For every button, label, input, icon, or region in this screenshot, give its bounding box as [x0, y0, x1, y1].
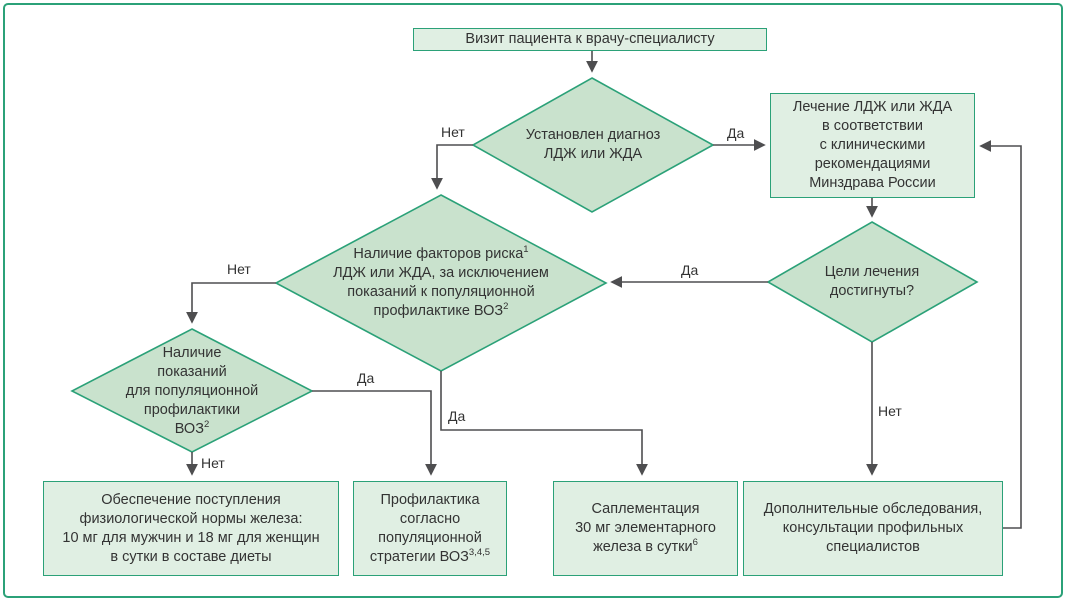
node-prophylaxis-line: популяционной: [378, 529, 482, 546]
node-visit-text: Визит пациента к врачу-специалисту: [465, 31, 715, 47]
arrow-risk-yes-to-supplementation: [440, 371, 648, 476]
diamond-risk-factors-decision: [274, 194, 608, 372]
diamond-goals-decision: [766, 221, 979, 343]
arrow-risk-no-to-who: [186, 282, 276, 324]
node-supplementation-text: железа в сутки: [593, 539, 693, 555]
node-additional: Дополнительные обследования, консультаци…: [743, 481, 1003, 576]
node-prophylaxis-line: Профилактика: [380, 491, 480, 508]
node-treatment-line: в соответствии: [822, 118, 923, 134]
node-diet-line: физиологической нормы железа:: [79, 510, 303, 527]
edge-label-risk-no: Нет: [227, 261, 251, 277]
node-treatment-line: с клиническими: [819, 137, 926, 153]
footnote-superscript: 3,4,5: [468, 546, 491, 558]
node-prophylaxis: Профилактика согласно популяционной стра…: [353, 481, 507, 576]
node-prophylaxis-line: стратегии ВОЗ3,4,5: [369, 546, 491, 567]
node-additional-line: консультации профильных: [782, 520, 964, 536]
node-supplementation-line: железа в сутки6: [593, 538, 698, 557]
node-diet-line: в сутки в составе диеты: [110, 548, 272, 565]
node-treatment-line: Лечение ЛДЖ или ЖДА: [792, 99, 953, 115]
node-additional-line: специалистов: [826, 539, 920, 555]
node-treatment: Лечение ЛДЖ или ЖДА в соответствии с кли…: [770, 93, 975, 198]
node-treatment-line: Минздрава России: [809, 175, 936, 191]
arrow-additional-loop-to-treatment: [979, 140, 1022, 529]
edge-label-goals-yes: Да: [681, 262, 699, 278]
edge-label-who-no: Нет: [201, 455, 225, 471]
node-additional-line: Дополнительные обследования,: [763, 501, 983, 517]
node-visit: Визит пациента к врачу-специалисту: [413, 28, 767, 51]
node-diet-line: Обеспечение поступления: [101, 491, 281, 508]
node-supplementation: Саплементация 30 мг элементарного железа…: [553, 481, 738, 576]
diamond-diagnosis-decision: [471, 77, 715, 213]
edge-label-who-yes: Да: [357, 370, 375, 386]
arrow-who-yes-to-prophylaxis: [312, 390, 437, 476]
node-treatment-line: рекомендациями: [814, 156, 931, 172]
arrow-diagnosis-no-to-risk: [431, 144, 473, 190]
node-supplementation-line: Саплементация: [591, 501, 700, 517]
node-prophylaxis-line: согласно: [399, 510, 461, 527]
edge-label-diagnosis-yes: Да: [727, 125, 745, 141]
diamond-who-indications-decision: [70, 328, 314, 453]
edge-label-risk-yes: Да: [448, 408, 466, 424]
node-diet: Обеспечение поступления физиологической …: [43, 481, 339, 576]
node-prophylaxis-text: стратегии ВОЗ: [369, 548, 469, 565]
footnote-superscript: 6: [692, 537, 698, 549]
edge-label-goals-no: Нет: [878, 403, 902, 419]
edge-label-diagnosis-no: Нет: [441, 124, 465, 140]
node-supplementation-line: 30 мг элементарного: [575, 520, 716, 536]
node-diet-line: 10 мг для мужчин и 18 мг для женщин: [62, 529, 320, 546]
